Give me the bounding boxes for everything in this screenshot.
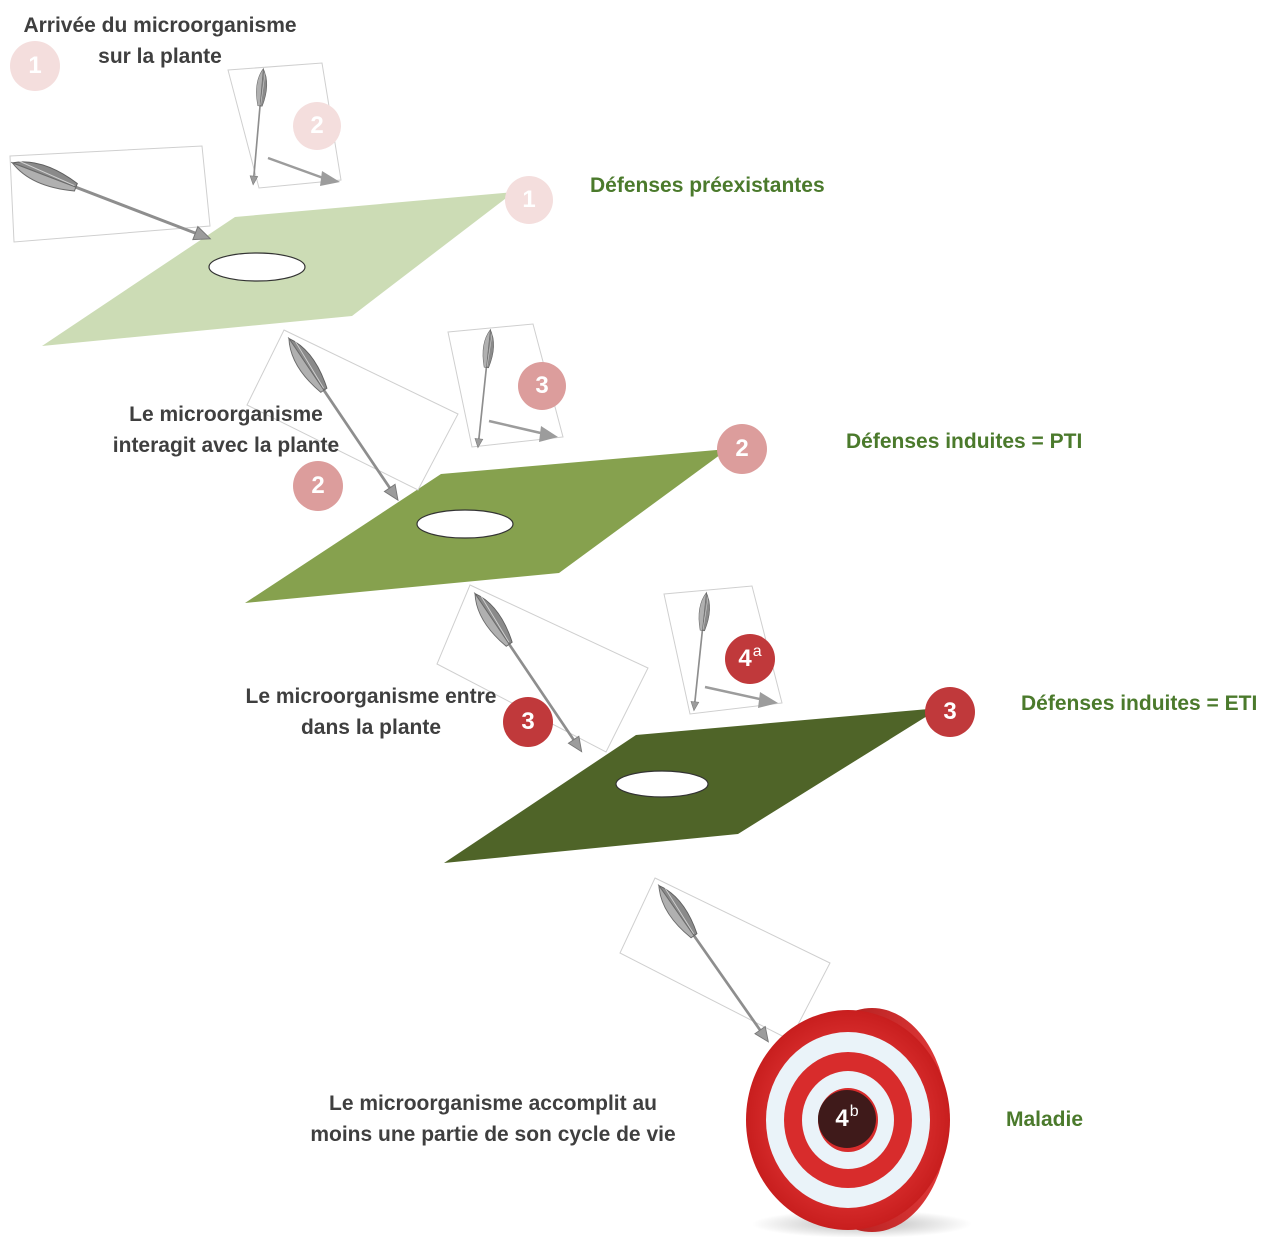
badge-3-layer: 3 [925, 687, 975, 737]
leaf-hole-1 [208, 252, 306, 282]
label-completes-line2: moins une partie de son cycle de vie [310, 1123, 676, 1146]
badge-4b-number: 4 [835, 1105, 849, 1132]
defense-label-eti: Défenses induites = ETI [1021, 692, 1258, 715]
defense-label-pti: Défenses induites = PTI [846, 430, 1083, 453]
defense-label-preexisting: Défenses préexistantes [590, 174, 825, 197]
badge-2-bounce-text: 2 [310, 112, 324, 139]
badge-2-bounce: 2 [293, 102, 341, 150]
badge-2-label-text: 2 [311, 472, 325, 499]
arrow-approach-3 [436, 584, 649, 758]
label-enters-line1: Le microorganisme entre [245, 685, 497, 708]
label-arrival-line2: sur la plante [98, 45, 222, 68]
badge-1-layer-text: 1 [522, 186, 536, 213]
badge-3-label-text: 3 [521, 708, 535, 735]
badge-4a-sup: a [752, 643, 762, 660]
badge-1-arrival: 1 [10, 41, 60, 91]
arrow-approach-4 [619, 877, 831, 1048]
badge-1-layer: 1 [505, 176, 553, 224]
badge-2-label: 2 [293, 461, 343, 511]
leaf-hole-2 [416, 509, 514, 539]
label-completes-line1: Le microorganisme accomplit au [329, 1092, 657, 1115]
defense-layer-preexisting [42, 192, 514, 346]
defense-label-disease: Maladie [1006, 1108, 1084, 1131]
label-enters: Le microorganisme entre dans la plante [226, 681, 516, 743]
label-arrival: Arrivée du microorganisme sur la plante [10, 10, 310, 72]
badge-3-layer-text: 3 [943, 698, 957, 725]
arrow-approach-1 [7, 145, 216, 249]
badge-3-bounce: 3 [518, 362, 566, 410]
badge-4b-sup: b [849, 1103, 859, 1120]
badge-3-bounce-text: 3 [535, 372, 549, 399]
label-interacts-line1: Le microorganisme [129, 403, 323, 426]
arrow-bounce-2 [447, 323, 564, 450]
badge-3-label: 3 [503, 697, 553, 747]
arrow-bounce-1 [227, 62, 342, 189]
label-arrival-line1: Arrivée du microorganisme [23, 14, 297, 37]
arrow-approach-2 [246, 329, 459, 507]
label-interacts-line2: interagit avec la plante [112, 434, 340, 457]
badge-2-layer-text: 2 [735, 435, 749, 462]
label-completes: Le microorganisme accomplit au moins une… [288, 1088, 698, 1150]
label-interacts: Le microorganisme interagit avec la plan… [96, 399, 356, 461]
badge-2-layer: 2 [717, 424, 767, 474]
defense-layer-pti [245, 449, 728, 603]
defense-layer-eti [444, 708, 940, 863]
badge-4a-number: 4 [738, 645, 752, 672]
label-enters-line2: dans la plante [300, 716, 442, 739]
badge-1-arrival-text: 1 [28, 52, 42, 79]
leaf-hole-3 [615, 770, 709, 798]
